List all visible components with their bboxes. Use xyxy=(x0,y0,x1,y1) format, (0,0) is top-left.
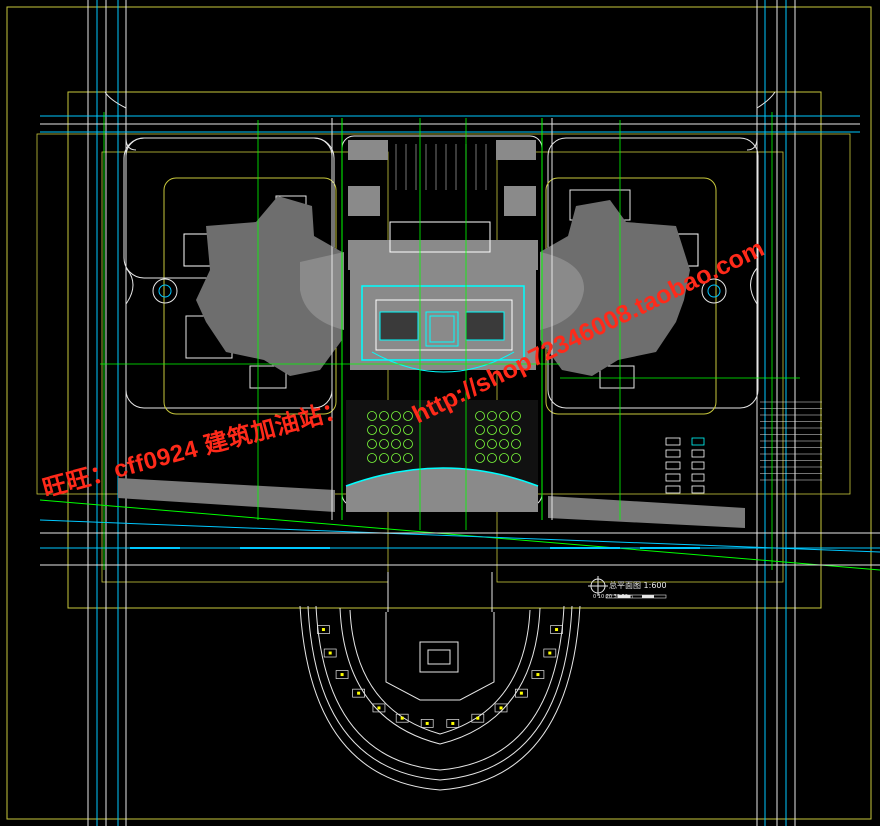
marker-dot xyxy=(555,628,559,632)
tree-icon xyxy=(379,425,389,435)
tree-icon xyxy=(475,425,485,435)
right-plaza xyxy=(540,200,690,376)
tree-icon xyxy=(391,453,401,463)
tree-icon xyxy=(403,425,413,435)
lower-arena xyxy=(299,572,581,791)
tree-icon xyxy=(391,411,401,421)
tree-icon xyxy=(367,425,377,435)
seat-box xyxy=(471,713,485,723)
tree-icon xyxy=(403,453,413,463)
seat-box xyxy=(543,648,557,658)
marker-dot xyxy=(425,721,429,725)
marker-dot xyxy=(357,691,361,695)
tree-icon xyxy=(379,453,389,463)
marker-dot xyxy=(400,716,404,720)
tree-icon xyxy=(403,439,413,449)
left-plaza xyxy=(196,196,344,376)
tree-icon xyxy=(367,453,377,463)
tree-icon xyxy=(403,411,413,421)
marker-dot xyxy=(476,716,480,720)
tree-icon xyxy=(475,439,485,449)
seat-box xyxy=(446,719,460,728)
main-building xyxy=(348,221,538,373)
seat-box xyxy=(352,688,365,698)
tree-icon xyxy=(499,439,509,449)
seat-box xyxy=(395,713,409,723)
marker-dot xyxy=(499,706,503,710)
tree-icon xyxy=(379,411,389,421)
tree-icon xyxy=(391,439,401,449)
tree-icon xyxy=(367,411,377,421)
scale-bar-icon xyxy=(605,594,667,599)
marker-dot xyxy=(377,706,381,710)
seat-box xyxy=(550,625,563,634)
lower-plaza xyxy=(345,400,539,512)
tree-icon xyxy=(487,439,497,449)
marker-dot xyxy=(519,691,523,695)
tree-icon xyxy=(487,425,497,435)
bottom-road xyxy=(39,499,880,571)
scale-ticks: 0 10 20 30 50m xyxy=(593,594,633,600)
seat-box xyxy=(515,688,528,698)
tree-icon xyxy=(511,439,521,449)
seat-box xyxy=(323,648,337,658)
tree-icon xyxy=(379,439,389,449)
sidewalk-paving xyxy=(118,478,745,528)
marker-dot xyxy=(451,721,455,725)
marker-dot xyxy=(340,673,344,677)
upper-parking xyxy=(348,140,536,216)
seat-box xyxy=(531,670,545,679)
seat-box xyxy=(317,625,330,634)
seat-box xyxy=(372,703,386,713)
seat-box xyxy=(335,670,349,679)
tree-icon xyxy=(487,453,497,463)
legend-boxes xyxy=(665,437,705,494)
vertical-roads xyxy=(87,0,796,826)
tree-icon xyxy=(475,411,485,421)
north-arrow-icon xyxy=(588,576,608,596)
tree-icon xyxy=(499,453,509,463)
tree-icon xyxy=(475,453,485,463)
plan-title: 总平面图 1:600 xyxy=(609,581,667,590)
tree-icon xyxy=(511,453,521,463)
top-road xyxy=(40,91,860,133)
seat-box xyxy=(494,703,508,713)
tree-icon xyxy=(511,425,521,435)
tree-icon xyxy=(367,439,377,449)
tree-icon xyxy=(499,411,509,421)
dimension-lines xyxy=(100,112,800,570)
tree-icon xyxy=(391,425,401,435)
tree-icon xyxy=(499,425,509,435)
marker-dot xyxy=(536,673,540,677)
road-curves xyxy=(125,137,758,305)
tree-icon xyxy=(511,411,521,421)
marker-dot xyxy=(548,651,552,655)
marker-dot xyxy=(321,628,325,632)
marker-dot xyxy=(328,651,332,655)
tree-icon xyxy=(487,411,497,421)
hatched-table xyxy=(760,401,822,481)
seat-box xyxy=(420,719,434,728)
